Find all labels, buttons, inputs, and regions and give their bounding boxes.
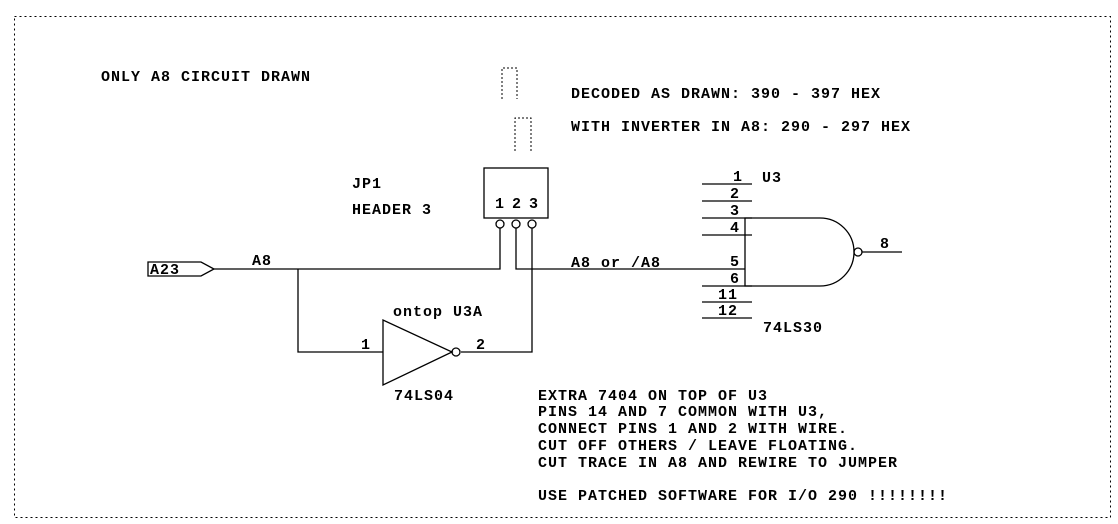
instruction-line: CONNECT PINS 1 AND 2 WITH WIRE. xyxy=(538,421,848,438)
wire-pin2-to-nand xyxy=(515,228,745,270)
nand-ref: U3 xyxy=(762,170,782,187)
nand-gate-body xyxy=(744,217,855,287)
instruction-line: CUT OFF OTHERS / LEAVE FLOATING. xyxy=(538,438,858,455)
jumper-pin-2: 2 xyxy=(512,196,522,213)
inverter-note: WITH INVERTER IN A8: 290 - 297 HEX xyxy=(571,119,911,136)
jumper-pin-1-terminal xyxy=(495,219,505,229)
nand-output-pin: 8 xyxy=(880,236,890,253)
inverter-pin-out: 2 xyxy=(476,337,486,354)
jumper-type: HEADER 3 xyxy=(352,202,432,219)
nand-pin-12: 12 xyxy=(718,303,738,320)
wire-a8-to-pin1 xyxy=(214,228,501,270)
instruction-line: CUT TRACE IN A8 AND REWIRE TO JUMPER xyxy=(538,455,898,472)
wire-inverter-to-pin3 xyxy=(461,228,533,353)
port-a23-label: A23 xyxy=(150,262,180,279)
port-a23 xyxy=(147,261,216,277)
nand-pin-5: 5 xyxy=(730,254,740,271)
nand-pin-3: 3 xyxy=(730,203,740,220)
sheet-border xyxy=(14,16,1111,518)
inverter-label: ontop U3A xyxy=(393,304,483,321)
nand-pin-4: 4 xyxy=(730,220,740,237)
jumper-body xyxy=(483,167,549,219)
instruction-line: EXTRA 7404 ON TOP OF U3 xyxy=(538,388,768,405)
net-a8-label: A8 xyxy=(252,253,272,270)
inverter-triangle xyxy=(382,318,454,387)
jumper-pin-3-terminal xyxy=(527,219,537,229)
inverter-bubble xyxy=(451,347,461,357)
inverter-pin-in: 1 xyxy=(361,337,371,354)
jumper-pin-3: 3 xyxy=(529,196,539,213)
nand-part: 74LS30 xyxy=(763,320,823,337)
instruction-line: PINS 14 AND 7 COMMON WITH U3, xyxy=(538,404,828,421)
nand-pin-6: 6 xyxy=(730,271,740,288)
net-a8-or-label: A8 or /A8 xyxy=(571,255,661,272)
scope-note: ONLY A8 CIRCUIT DRAWN xyxy=(101,69,311,86)
decoded-note: DECODED AS DRAWN: 390 - 397 HEX xyxy=(571,86,881,103)
software-warning: USE PATCHED SOFTWARE FOR I/O 290 !!!!!!!… xyxy=(538,488,948,505)
marker-box-bottom xyxy=(514,117,532,151)
nand-pin-2: 2 xyxy=(730,186,740,203)
nand-pin-11: 11 xyxy=(718,287,738,304)
nand-pin-stubs xyxy=(702,183,752,319)
jumper-pin-2-terminal xyxy=(511,219,521,229)
jumper-ref: JP1 xyxy=(352,176,382,193)
nand-output-bubble xyxy=(853,247,863,257)
jumper-pin-1: 1 xyxy=(495,196,505,213)
marker-box-top xyxy=(501,67,518,99)
inverter-part: 74LS04 xyxy=(394,388,454,405)
nand-pin-1: 1 xyxy=(733,169,743,186)
wire-a8-to-inverter xyxy=(297,269,383,353)
